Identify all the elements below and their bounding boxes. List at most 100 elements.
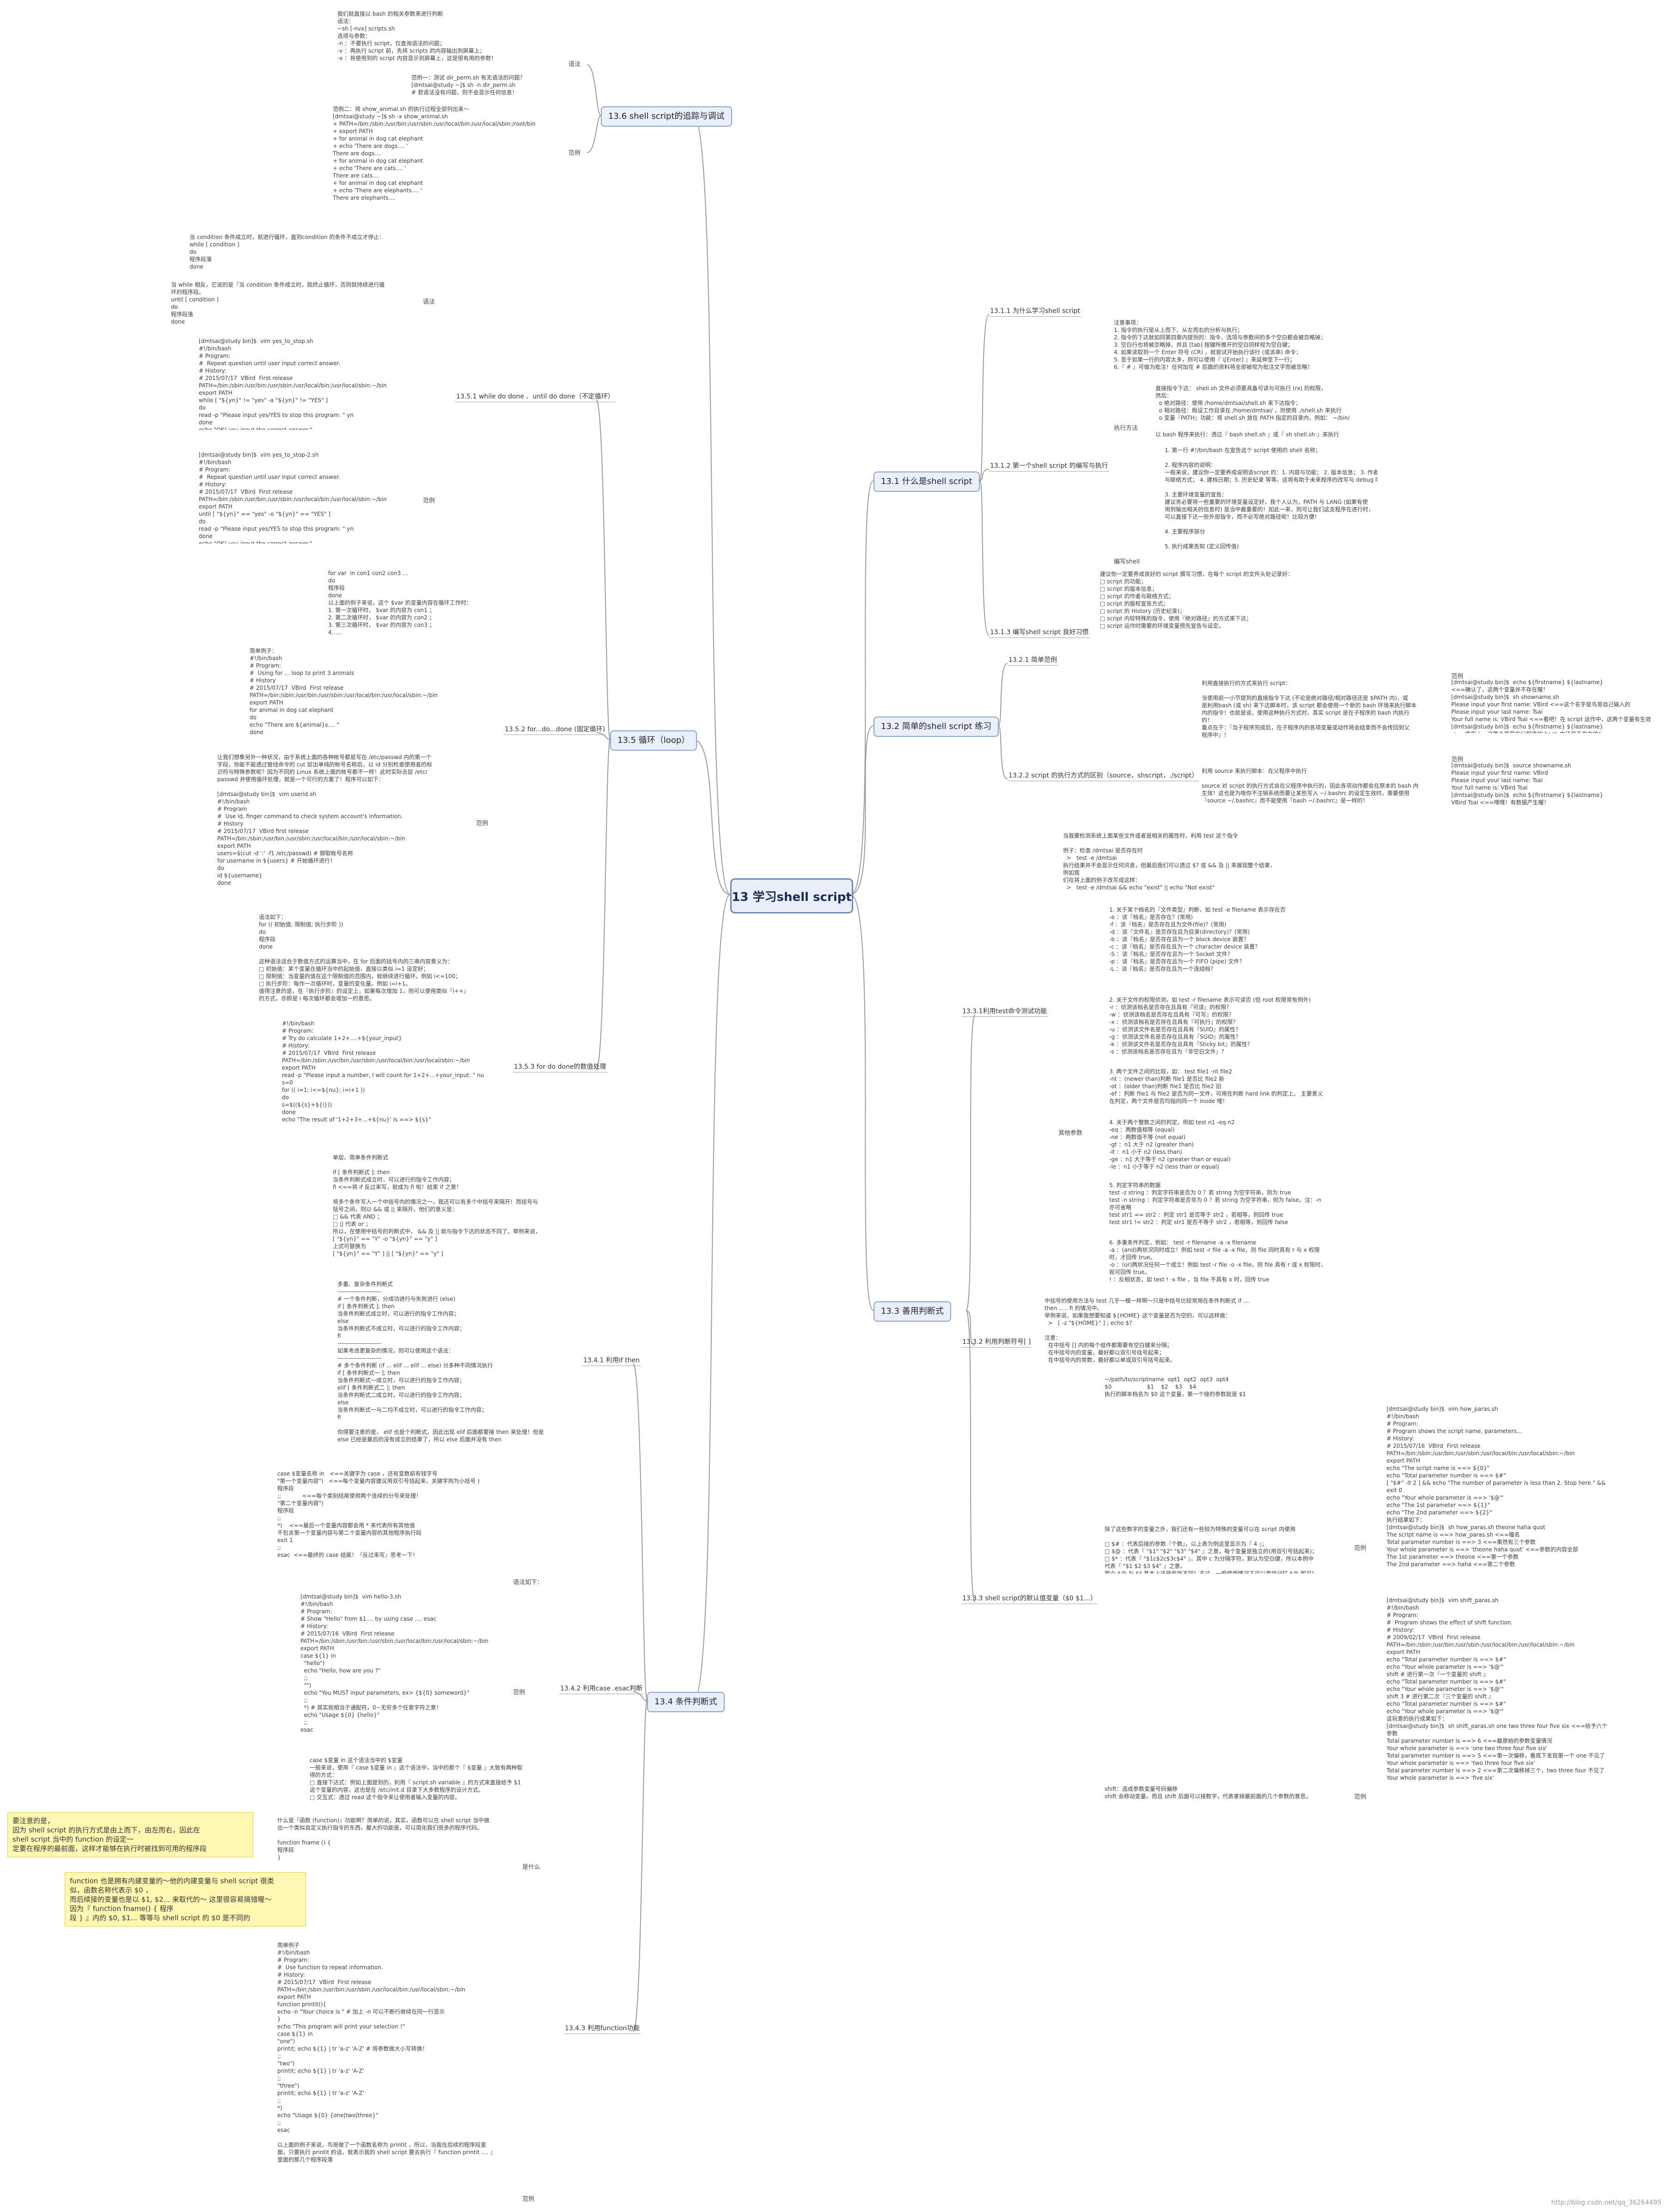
topic-13-1[interactable]: 13.1 什么是shell script <box>874 472 980 492</box>
until-example: [dmtsai@study bin]$ vim yes_to_stop-2.sh… <box>199 452 387 544</box>
example-text-2: 范例二：将 show_animal.sh 的执行过程全部列出来～ [dmtsai… <box>333 106 536 201</box>
while-text: 当 condition 条件成立时，就进行循环，直到condition 的条件不… <box>189 234 385 270</box>
habit-text: 建议你一定要养成良好的 script 撰写习惯，在每个 script 的文件头处… <box>1100 571 1294 629</box>
subtopic-13-4-2[interactable]: 13.4.2 利用case .esac判断 <box>559 1684 644 1694</box>
how-paras-example: [dmtsai@study bin]$ vim how_paras.sh #!/… <box>1387 1406 1606 1568</box>
connector <box>693 739 731 895</box>
connector <box>998 663 1008 726</box>
subtopic-13-2-1[interactable]: 13.2.1 简单范例 <box>1008 655 1058 666</box>
label-syntax: 语法如下： <box>513 1579 544 1586</box>
label-syntax: 语法 <box>423 299 435 306</box>
label-exec-method: 执行方法 <box>1114 425 1138 432</box>
subtopic-13-5-1[interactable]: 13.5.1 while do done 、until do done（不定循环… <box>455 392 615 402</box>
label-write-shell: 编写shell <box>1114 558 1140 565</box>
positional-text-1: ~/path/to/scriptname opt1 opt2 opt3 opt4… <box>1105 1376 1246 1397</box>
positional-text-2: 除了这些数字的变量之外，我们还有一些较为特殊的变量可以在 script 内使用 … <box>1105 1526 1318 1574</box>
watermark: http://blog.csdn.net/qq_36264495 <box>1551 2199 1662 2206</box>
param-group-2: 2. 关于文件的权限侦测，如 test -r filename 表示可读否 (但… <box>1109 997 1311 1055</box>
connector <box>596 739 611 1071</box>
subtopic-13-1-1[interactable]: 13.1.1 为什么学习shell script <box>989 306 1081 317</box>
label-example: 范例 <box>513 1689 525 1696</box>
label-example: 范例 <box>568 150 581 157</box>
function-variables-note: function 也是拥有内建变量的～他的内建变量与 shell script … <box>65 1872 306 1927</box>
for-example-2: 让我们想象另外一种状况，由于系统上面的各种帐号都是写在 /etc/passwd … <box>217 754 433 886</box>
shift-text: shift：造成参数变量号码偏移 shift 会移动变量，而且 shift 后面… <box>1105 1786 1312 1800</box>
connector <box>693 894 731 1702</box>
function-order-note: 要注意的是， 因为 shell script 的执行方式是由上而下，由左而右，因… <box>7 1812 253 1857</box>
connector <box>633 1701 648 2032</box>
connector <box>693 115 731 895</box>
param-group-6: 6. 多重条件判定，例如： test -r filename -a -x fil… <box>1109 1239 1326 1283</box>
subtopic-13-5-3[interactable]: 13.5.3 for do done的数值处理 <box>513 1062 607 1072</box>
topic-13-2[interactable]: 13.2 简单的shell script 练习 <box>874 717 999 737</box>
function-example: 简单例子 #!/bin/bash # Program: # Use functi… <box>277 1942 496 2163</box>
topic-13-4[interactable]: 13.4 条件判断式 <box>647 1692 725 1712</box>
case-example: [dmtsai@study bin]$ vim hello-3.sh #!/bi… <box>300 1593 489 1733</box>
subtopic-13-5-2[interactable]: 13.5.2 for...do...done (固定循环) <box>504 724 606 735</box>
subtopic-13-1-3[interactable]: 13.1.3 编写shell script 良好习惯 <box>989 627 1090 638</box>
subtopic-13-3-3[interactable]: 13.3.3 shell script的默认值变量（$0 $1…） <box>961 1593 1098 1604</box>
connector <box>979 314 990 481</box>
param-group-4: 4. 关于两个整数之间的判定，例如 test n1 -eq n2 -eq ：两数… <box>1109 1119 1235 1170</box>
test-intro-text: 当我要检测系统上面某些文件或者是相关的属性时，利用 test 这个指令 例子：检… <box>1063 833 1276 891</box>
connector <box>596 399 611 740</box>
connector <box>586 64 601 116</box>
subtopic-13-2-2[interactable]: 13.2.2 script 的执行方式的区别（source，shscript，.… <box>1008 771 1199 781</box>
function-text: 什么是『函数 (function)』功能啊？简单的说，其实，函数可以在 shel… <box>277 1817 489 1861</box>
example-text-1: 范例一：测试 dir_perm.sh 有无语法的问题？ [dmtsai@stud… <box>411 74 525 96</box>
exec-text-2: 以 bash 程序来执行：透过『 bash shell.sh 』或『 sh sh… <box>1155 431 1339 438</box>
label-what-is: 是什么 <box>522 1864 541 1871</box>
for-example-1: 简单例子： #!/bin/bash # Program: # Using for… <box>250 648 438 735</box>
subtopic-13-3-1[interactable]: 13.3.1利用test命令测试功能 <box>961 1006 1048 1017</box>
if-text: 单层、简单条件判断式 if [ 条件判断式 ]; then 当条件判断式成立时，… <box>333 1154 541 1257</box>
label-example-1: 范例 <box>1354 1545 1367 1552</box>
num-for-text: 语法如下： for (( 初始值; 限制值; 执行步阶 )) do 程序段 do… <box>259 914 469 1002</box>
direct-exec-text: 利用直接执行的方式来执行 script： 当使用前一小节提到的直接指令下达 (不… <box>1202 680 1417 738</box>
topic-13-6[interactable]: 13.6 shell script的追踪与调试 <box>601 106 732 127</box>
label-example: 范例 <box>476 820 489 827</box>
param-group-1: 1. 关于某个档名的『文件类型』判断，如 test -e filename 表示… <box>1109 906 1286 972</box>
label-example-2: 范例 <box>1451 756 1464 763</box>
case-text: case $变量名称 in <==关键字为 case ，还有变数前有钱字号 "第… <box>277 1470 480 1558</box>
label-example: 范例 <box>522 2196 535 2203</box>
write-text: 1. 第一行 #!/bin/bash 在宣告这个 script 使用的 shel… <box>1165 447 1377 550</box>
connector <box>633 1691 648 1702</box>
connector <box>998 725 1008 779</box>
connector <box>850 725 874 895</box>
bracket-text: 中括号的使用方法与 test 几乎一模一样啊～只是中括号比较常用在条件判断式 i… <box>1045 1298 1251 1363</box>
connector <box>596 732 611 740</box>
connector <box>850 480 874 895</box>
connector <box>979 469 990 481</box>
example-sh-text: [dmtsai@study bin]$ echo ${firstname} ${… <box>1451 679 1651 733</box>
if-complex-text: 多重、复杂条件判断式 ---------------------- # 一个条件… <box>337 1281 544 1443</box>
notes-text: 注意事项： 1. 指令的执行是从上而下、从左而右的分析与执行； 2. 指令的下达… <box>1114 319 1326 370</box>
param-group-5: 5. 判定字符串的数据 test -z string ：判定字符串是否为 0 ？… <box>1109 1182 1321 1225</box>
exec-text: 直接指令下达： shell.sh 文件必须要具备可读与可执行 (rx) 的权限，… <box>1155 385 1350 421</box>
subtopic-13-4-3[interactable]: 13.4.3 利用function功能 <box>564 2023 641 2034</box>
label-other-params: 其他参数 <box>1058 1130 1083 1137</box>
connector <box>965 1310 976 1346</box>
until-text: 当 while 相反，它说的是『当 condition 条件成立时，就终止循环，… <box>171 282 385 325</box>
syntax-text: 我们就直接以 bash 的相关参数来进行判断 语法： ~sh [-nvx] sc… <box>337 11 497 61</box>
label-example-1: 范例 <box>1451 673 1464 680</box>
param-group-3: 3. 两个文件之间的比较，如： test file1 -nt file2 -nt… <box>1109 1068 1323 1104</box>
case-variable-note: case $变量 in 这个语法当中的 $变量 一般来说，使用『 case $变… <box>310 1757 523 1801</box>
subtopic-13-1-2[interactable]: 13.1.2 第一个shell script 的编写与执行 <box>989 461 1109 472</box>
label-example: 范例 <box>423 497 435 504</box>
label-example-2: 范例 <box>1354 1794 1367 1801</box>
shift-paras-example: [dmtsai@study bin]$ vim shift_paras.sh #… <box>1387 1597 1607 1781</box>
subtopic-13-4-1[interactable]: 13.4.1 利用if then <box>582 1355 641 1366</box>
connector <box>965 1014 976 1311</box>
connector <box>965 1310 976 1602</box>
connector <box>979 480 990 636</box>
for-text: for var in con1 con2 con3 ... do 程序段 don… <box>328 570 472 636</box>
topic-13-3[interactable]: 13.3 善用判断式 <box>874 1301 951 1322</box>
subtopic-13-3-2[interactable]: 13.3.2 利用判断符号[ ] <box>961 1337 1032 1347</box>
topic-13-5[interactable]: 13.5 循环（loop） <box>610 730 697 751</box>
connector <box>633 1363 648 1702</box>
num-for-example: #!/bin/bash # Program: # Try do calculat… <box>282 1020 484 1123</box>
connector <box>850 894 874 1311</box>
central-topic[interactable]: 13 学习shell script <box>730 878 853 913</box>
label-syntax: 语法 <box>568 61 581 68</box>
